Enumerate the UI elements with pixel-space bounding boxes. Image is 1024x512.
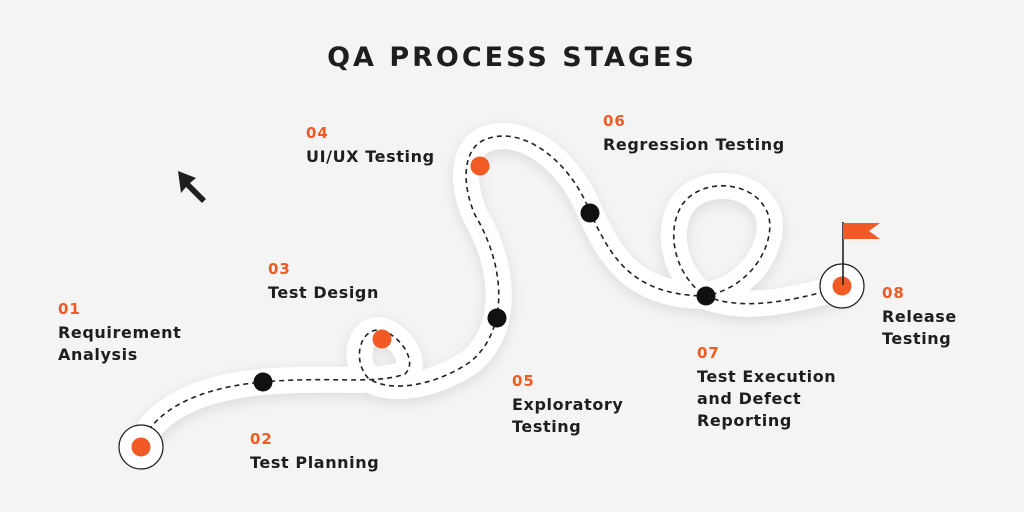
milestone-dot-06 [580, 203, 600, 223]
stage-number: 03 [268, 260, 291, 278]
stage-label-04: 04 UI/UX Testing [306, 122, 435, 168]
stage-title: Regression Testing [603, 135, 785, 154]
stage-title: Test Design [268, 283, 379, 302]
milestone-dot-05 [487, 308, 507, 328]
stage-label-01: 01 Requirement Analysis [58, 298, 181, 366]
stage-title: Test Execution and Defect Reporting [697, 367, 837, 430]
stage-title: Requirement Analysis [58, 323, 182, 364]
stage-title: Release Testing [882, 307, 957, 348]
stage-number: 04 [306, 124, 329, 142]
stage-label-06: 06 Regression Testing [603, 110, 785, 156]
stage-title: Exploratory Testing [512, 395, 624, 436]
stage-number: 08 [882, 284, 905, 302]
milestone-dot-04 [470, 156, 490, 176]
stage-label-05: 05 Exploratory Testing [512, 370, 623, 438]
milestone-dot-02 [253, 372, 273, 392]
stage-number: 01 [58, 300, 81, 318]
stage-number: 05 [512, 372, 535, 390]
milestone-dot-03 [372, 329, 392, 349]
stage-number: 07 [697, 344, 720, 362]
stage-title: Test Planning [250, 453, 380, 472]
finish-marker [819, 263, 865, 309]
page-title: QA PROCESS STAGES [327, 42, 697, 73]
stage-title: UI/UX Testing [306, 147, 435, 166]
road-center-line [139, 135, 843, 447]
milestone-dot-07 [696, 286, 716, 306]
stage-label-03: 03 Test Design [268, 258, 379, 304]
flag-icon [842, 222, 880, 285]
start-marker [118, 424, 164, 470]
stage-label-02: 02 Test Planning [250, 428, 379, 474]
arrow-pointer-icon [178, 171, 206, 203]
stage-number: 06 [603, 112, 626, 130]
stage-label-08: 08 Release Testing [882, 282, 957, 350]
stage-number: 02 [250, 430, 273, 448]
stage-label-07: 07 Test Execution and Defect Reporting [697, 342, 836, 432]
